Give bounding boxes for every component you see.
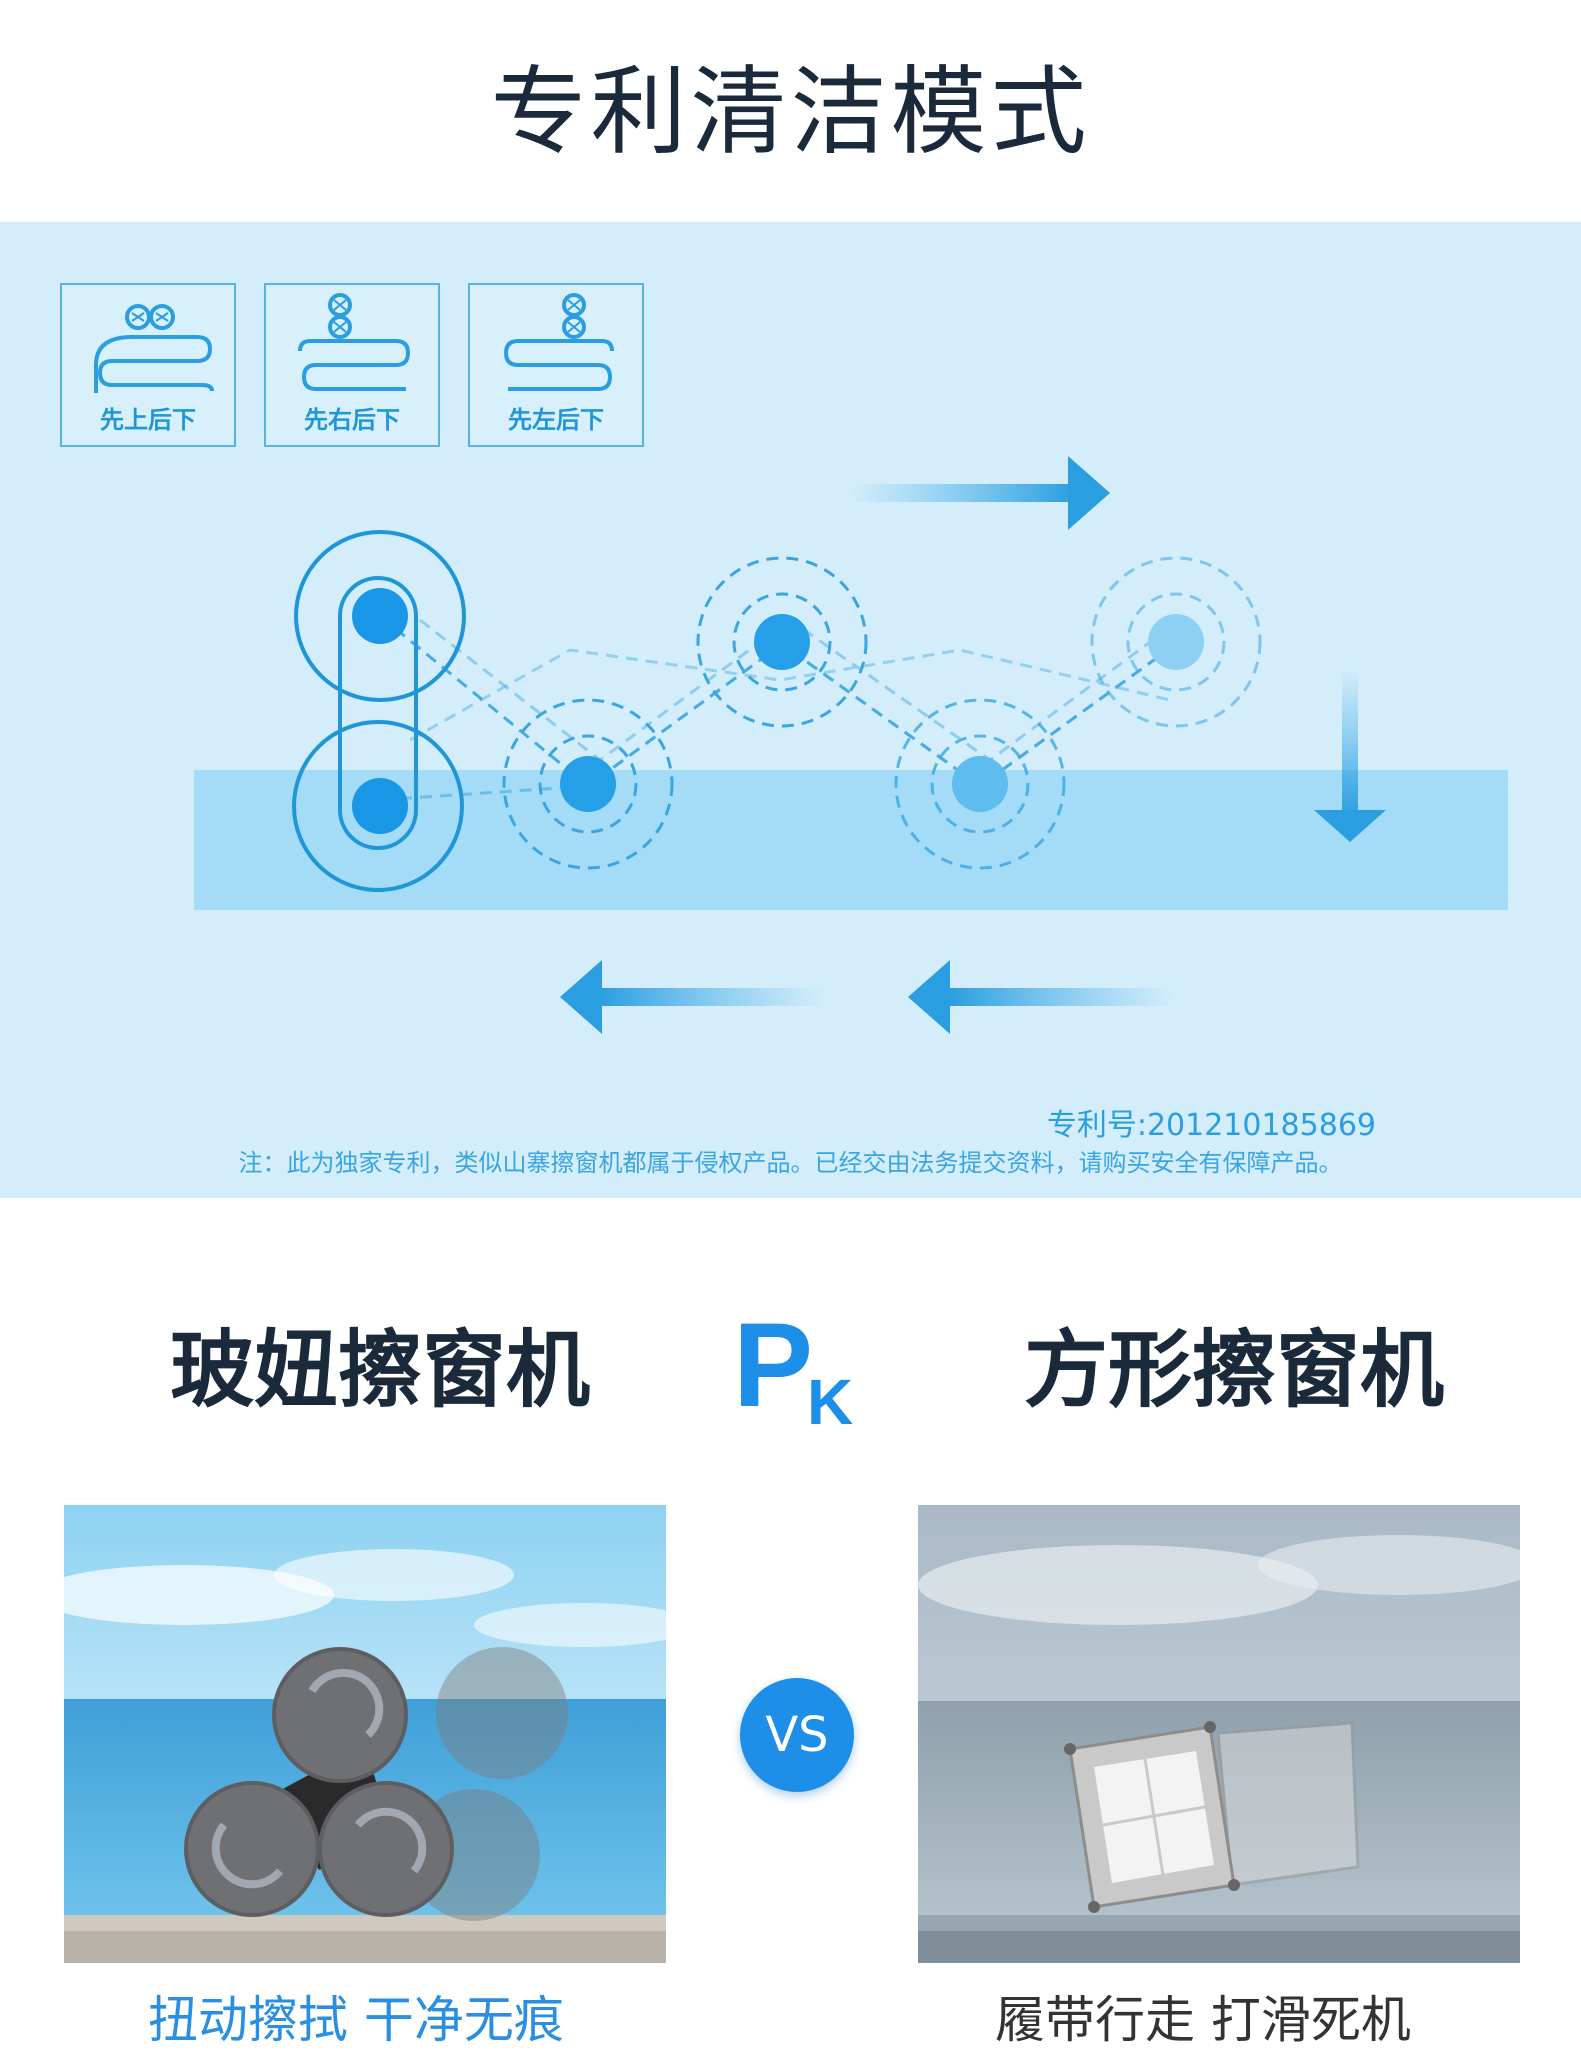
left-product-title: 玻妞擦窗机 xyxy=(170,1321,591,1419)
arrow-left-icon xyxy=(908,960,1174,1034)
arrow-right-icon xyxy=(850,456,1110,530)
right-product-caption: 履带行走 打滑死机 xyxy=(995,1991,1411,2049)
fan-path-icon xyxy=(94,304,214,393)
pk-letter-p: P xyxy=(733,1298,814,1432)
arrow-down-icon xyxy=(1314,668,1386,842)
robot-start-icon xyxy=(292,530,466,892)
arrow-left-icon xyxy=(560,960,824,1034)
page-title: 专利清洁模式 xyxy=(490,56,1091,168)
left-product-photo xyxy=(64,1505,666,1963)
pk-letter-k: K xyxy=(807,1366,854,1438)
vs-badge: VS xyxy=(740,1678,854,1792)
cleaning-path-diagram xyxy=(194,456,1508,1034)
fan-path-icon xyxy=(503,293,614,391)
mode-label: 先上后下 xyxy=(100,406,196,434)
patent-number: 专利号:201210185869 xyxy=(1046,1108,1376,1143)
left-product-caption: 扭动擦拭 干净无痕 xyxy=(148,1991,564,2049)
mode-card-right-first: 先右后下 xyxy=(264,283,440,447)
right-product-photo xyxy=(918,1505,1520,1963)
pk-logo: PK xyxy=(733,1298,859,1438)
mode-card-left-first: 先左后下 xyxy=(468,283,644,447)
wiped-band xyxy=(194,770,1508,910)
cleaning-mode-panel xyxy=(0,222,1581,1198)
mode-card-top-first: 先上后下 xyxy=(60,283,236,447)
mode-label: 先左后下 xyxy=(508,406,604,434)
right-product-title: 方形擦窗机 xyxy=(1024,1321,1445,1419)
fan-path-icon xyxy=(298,293,411,391)
mode-label: 先右后下 xyxy=(304,406,400,434)
patent-note: 注：此为独家专利，类似山寨擦窗机都属于侵权产品。已经交由法务提交资料，请购买安全… xyxy=(238,1149,1343,1177)
